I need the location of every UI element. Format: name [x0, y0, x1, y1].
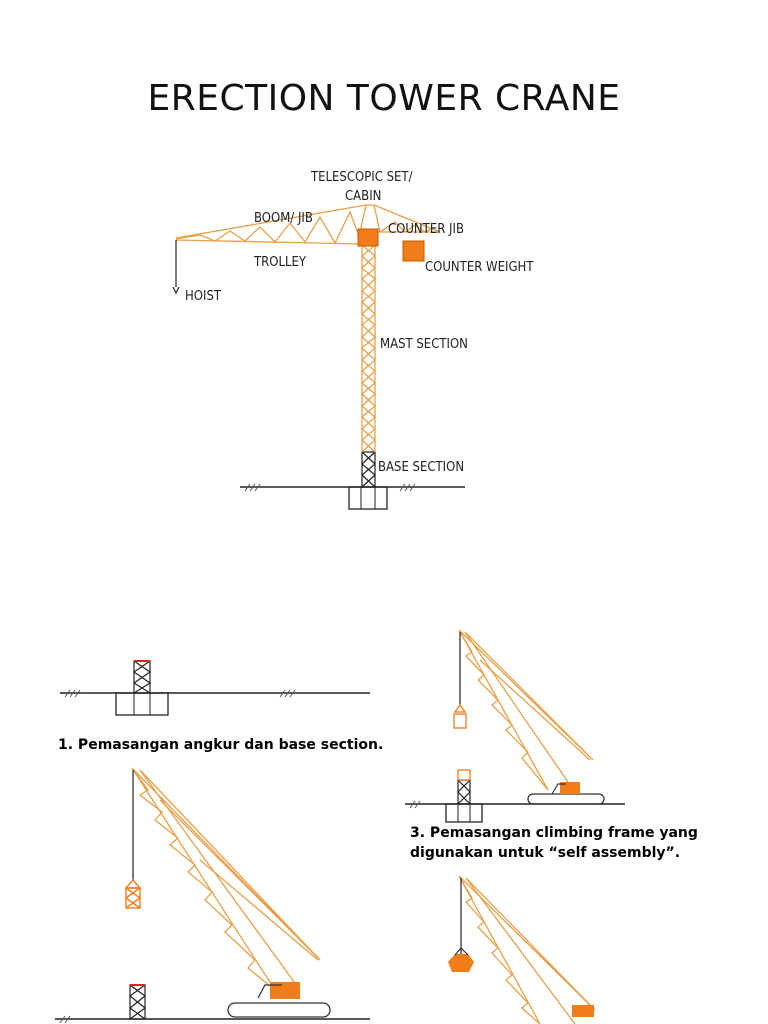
label-cabin: CABIN: [345, 189, 381, 204]
label-boom: BOOM/ JIB: [254, 211, 313, 226]
label-trolley: TROLLEY: [253, 255, 307, 270]
step4-diagram: [448, 875, 596, 1024]
main-crane-diagram: TELESCOPIC SET/ CABIN BOOM/ JIB COUNTER …: [172, 170, 534, 510]
step1-diagram: [60, 660, 370, 716]
label-mast: MAST SECTION: [380, 337, 468, 352]
step3-caption-line2: digunakan untuk “self assembly”.: [410, 845, 681, 861]
label-telescopic: TELESCOPIC SET/: [310, 170, 413, 185]
step3-diagram: [405, 629, 625, 823]
label-counter-weight: COUNTER WEIGHT: [425, 260, 534, 275]
label-hoist: HOIST: [185, 289, 222, 304]
label-base: BASE SECTION: [378, 460, 464, 475]
step1-caption: 1. Pemasangan angkur dan base section.: [58, 737, 384, 753]
step2-diagram: [55, 767, 370, 1024]
label-counter-jib: COUNTER JIB: [388, 222, 464, 237]
step3-caption-line1: 3. Pemasangan climbing frame yang: [410, 825, 698, 841]
page-title: ERECTION TOWER CRANE: [147, 78, 621, 119]
